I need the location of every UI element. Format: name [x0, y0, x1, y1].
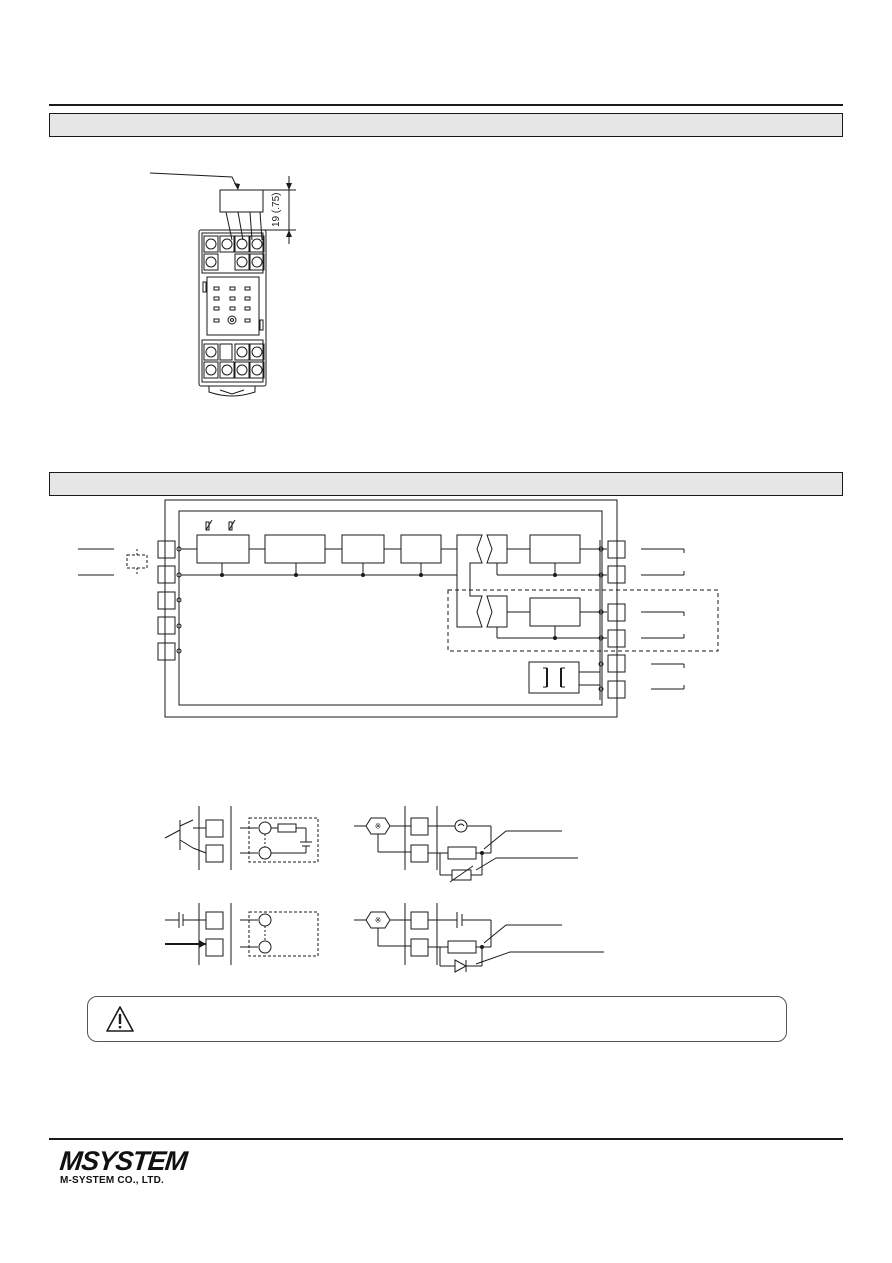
- section-header-mounting: [49, 113, 843, 137]
- warning-triangle-icon: [106, 1006, 134, 1032]
- svg-text:※: ※: [375, 822, 382, 831]
- caution-box: [87, 996, 787, 1042]
- footer-rule: [49, 1138, 843, 1140]
- svg-text:※: ※: [375, 916, 382, 925]
- logo-wordmark: MSYSTEM: [58, 1146, 189, 1176]
- company-name: M-SYSTEM CO., LTD.: [60, 1175, 164, 1186]
- section-header-block-diagram: [49, 472, 843, 496]
- socket-mounting-drawing: 19 (.75): [149, 172, 296, 397]
- dimension-label: 19 (.75): [271, 193, 282, 227]
- header-rule: [49, 104, 843, 106]
- company-logo: MSYSTEM M-SYSTEM CO., LTD.: [58, 1146, 189, 1186]
- block-diagram: ※ ※: [78, 499, 719, 973]
